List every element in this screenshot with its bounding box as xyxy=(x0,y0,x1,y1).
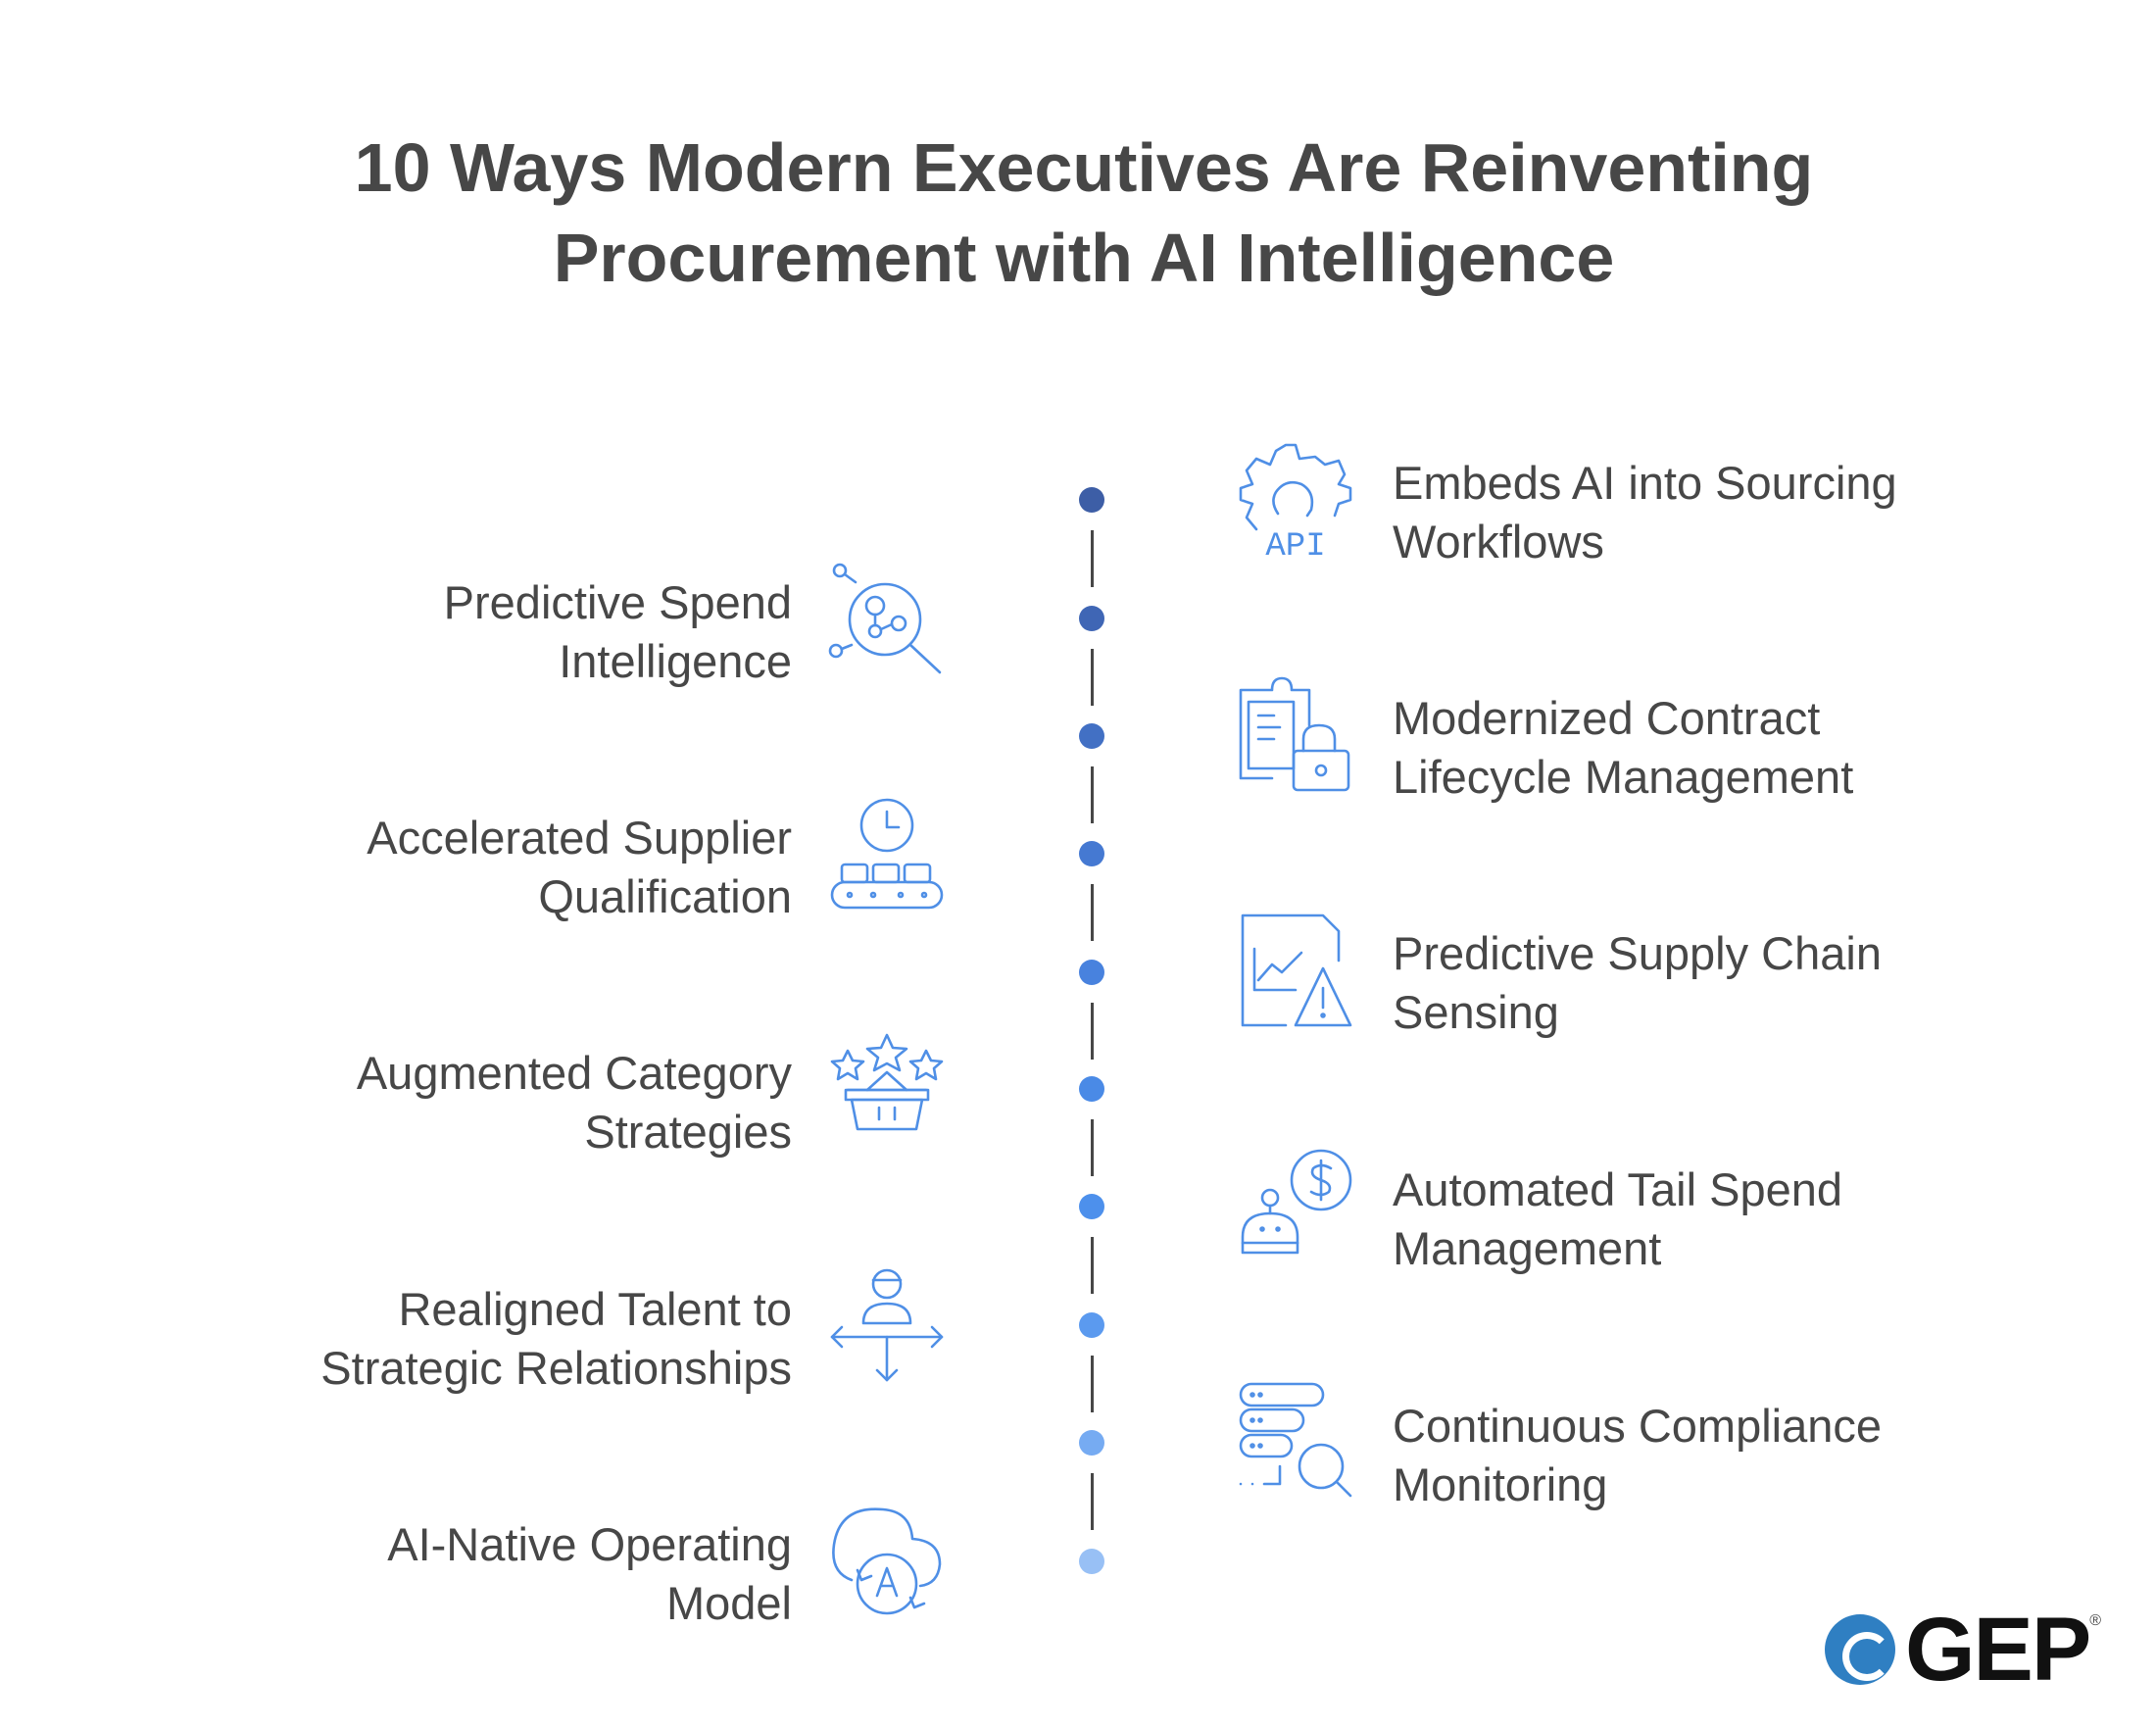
item-text-line: Modernized Contract xyxy=(1393,692,1821,744)
timeline-dot xyxy=(1079,1076,1104,1102)
item-text-line: Predictive Spend xyxy=(443,576,792,628)
timeline-connector xyxy=(1091,1473,1094,1530)
item-text-line: Continuous Compliance xyxy=(1393,1400,1883,1452)
chart-warning-icon xyxy=(1237,912,1354,1029)
item-realigned-talent: Realigned Talent to Strategic Relationshi… xyxy=(320,1280,792,1398)
conveyor-clock-icon xyxy=(828,796,946,913)
database-search-icon xyxy=(1237,1382,1354,1500)
item-text-line: Automated Tail Spend xyxy=(1393,1163,1843,1215)
svg-text:API: API xyxy=(1265,528,1325,559)
item-text-line: Workflows xyxy=(1393,516,1604,568)
contract-lock-icon xyxy=(1237,676,1354,794)
item-text-line: Qualification xyxy=(538,870,792,922)
item-text-line: Strategies xyxy=(584,1106,792,1158)
page-title: 10 Ways Modern Executives Are Reinventin… xyxy=(354,129,1814,296)
timeline-connector xyxy=(1091,1003,1094,1060)
item-text-line: Strategic Relationships xyxy=(320,1342,792,1394)
timeline-dot xyxy=(1079,1430,1104,1456)
item-text-line: Monitoring xyxy=(1393,1458,1608,1510)
item-text-line: Embeds AI into Sourcing xyxy=(1393,457,1897,509)
timeline-dot xyxy=(1079,487,1104,513)
item-text-line: AI-Native Operating xyxy=(387,1518,792,1570)
item-text-line: Predictive Supply Chain xyxy=(1393,927,1882,979)
timeline-dot xyxy=(1079,606,1104,631)
timeline-connector xyxy=(1091,884,1094,941)
timeline-dot xyxy=(1079,1194,1104,1219)
api-gear-icon: API xyxy=(1237,441,1354,566)
item-text-line: Accelerated Supplier xyxy=(367,812,792,864)
spend-analytics-icon xyxy=(828,561,946,678)
timeline-connector xyxy=(1091,1356,1094,1412)
timeline-dot xyxy=(1079,960,1104,985)
timeline-connector xyxy=(1091,530,1094,587)
timeline-connector xyxy=(1091,766,1094,823)
timeline-dot xyxy=(1079,1312,1104,1338)
item-text-line: Sensing xyxy=(1393,986,1559,1038)
robot-dollar-icon xyxy=(1237,1147,1354,1264)
basket-stars-icon xyxy=(828,1031,946,1149)
gep-logo: GEP ® xyxy=(1825,1605,2101,1695)
person-arrows-icon xyxy=(828,1266,946,1384)
item-text-line: Model xyxy=(665,1577,792,1629)
item-text-line: Augmented Category xyxy=(356,1047,792,1099)
timeline-dot xyxy=(1079,723,1104,749)
item-text-line: Realigned Talent to xyxy=(398,1283,792,1335)
timeline-dot xyxy=(1079,1549,1104,1574)
ai-cycle-icon xyxy=(828,1502,946,1619)
item-text-line: Management xyxy=(1393,1222,1662,1274)
timeline-dot xyxy=(1079,841,1104,866)
item-text-line: Intelligence xyxy=(559,635,792,687)
gep-swirl-icon xyxy=(1825,1614,1895,1685)
timeline-connector xyxy=(1091,1237,1094,1294)
timeline-connector xyxy=(1091,1119,1094,1176)
timeline-connector xyxy=(1091,649,1094,706)
item-text-line: Lifecycle Management xyxy=(1393,751,1854,803)
